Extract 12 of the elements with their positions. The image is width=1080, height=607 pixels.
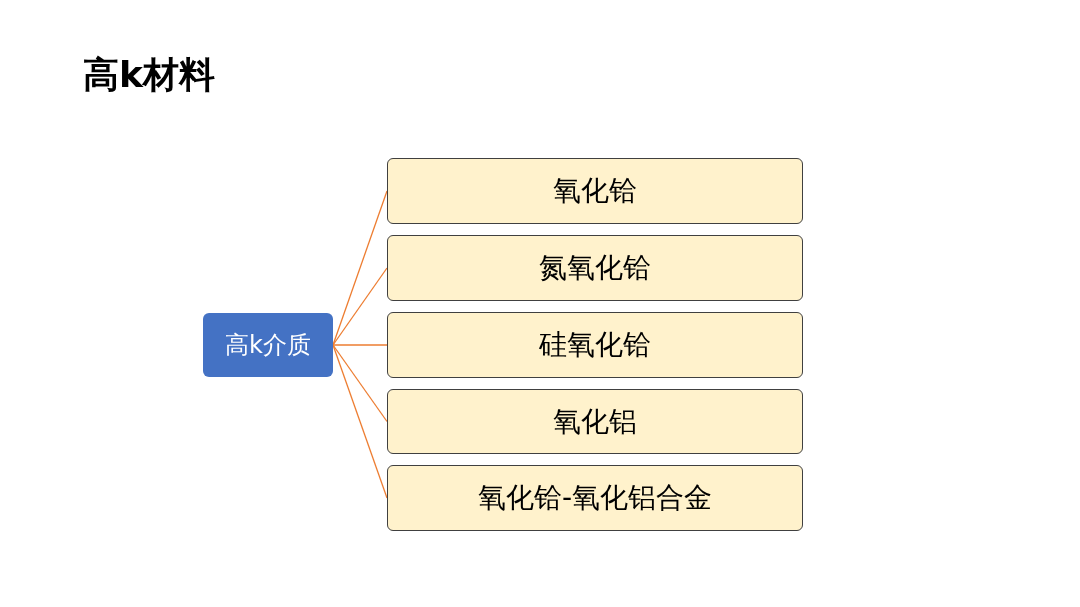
item-box: 氧化铪-氧化铝合金 [387, 465, 803, 531]
connector-line [332, 190, 388, 346]
connector-line [332, 344, 388, 423]
item-box: 氮氧化铪 [387, 235, 803, 301]
item-box: 氧化铝 [387, 389, 803, 454]
title: 高k材料 [83, 53, 215, 97]
item-box: 氧化铪 [387, 158, 803, 224]
connector-line [332, 267, 388, 346]
connector-line [332, 344, 388, 346]
item-box: 硅氧化铪 [387, 312, 803, 378]
root-box: 高k介质 [203, 313, 333, 377]
connector-line [332, 344, 388, 499]
